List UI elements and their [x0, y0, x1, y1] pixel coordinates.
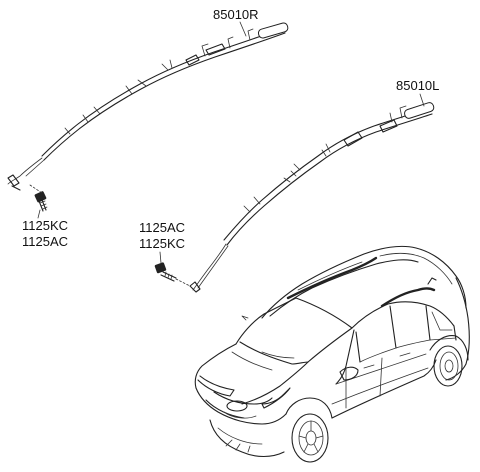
label-1125kc-center: 1125KC	[139, 236, 185, 251]
vehicle-illustration	[194, 245, 470, 463]
curtain-airbag-right	[7, 22, 289, 191]
leader-85010l	[419, 93, 425, 107]
bolt-center	[154, 262, 191, 287]
label-85010r: 85010R	[213, 7, 259, 22]
curtain-airbag-left	[189, 102, 435, 293]
label-1125ac-center: 1125AC	[139, 220, 185, 235]
bolt-left	[29, 184, 48, 212]
leader-bolt-left	[37, 209, 41, 219]
label-1125kc-left: 1125KC	[22, 218, 68, 233]
leader-bolt-center	[159, 251, 162, 264]
label-85010l: 85010L	[396, 78, 439, 93]
leader-85010r	[239, 21, 247, 37]
label-1125ac-left: 1125AC	[22, 234, 68, 249]
